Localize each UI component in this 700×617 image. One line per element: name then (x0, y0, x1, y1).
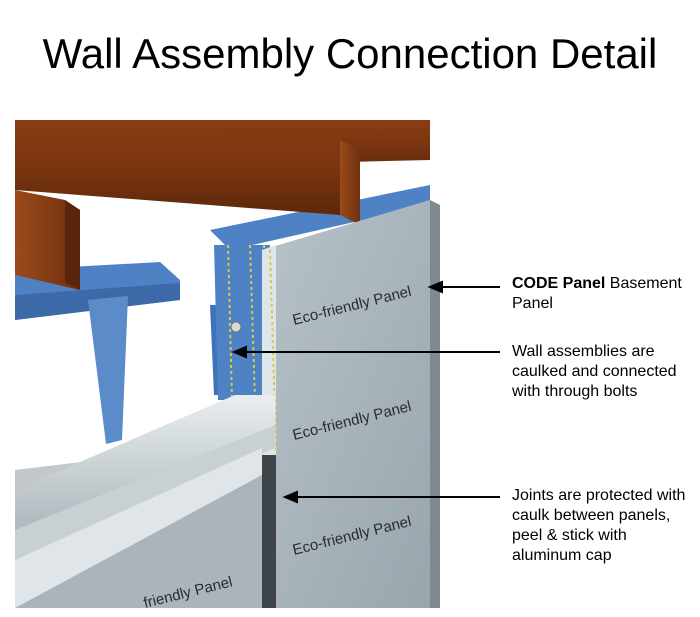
arrow-panel-head (427, 280, 443, 294)
eco-panel (262, 200, 430, 608)
aluminum-cap (262, 455, 276, 608)
callout-joints: Joints are protected with caulk between … (512, 486, 694, 566)
callout-joints-text: Joints are protected with caulk between … (512, 487, 686, 564)
diagram-title: Wall Assembly Connection Detail (42, 30, 658, 77)
callout-panel-bold: CODE Panel (512, 275, 606, 292)
steel-beam-back (210, 185, 430, 250)
callout-panel-text: Basement Panel (512, 275, 682, 312)
wood-joist-left (15, 190, 80, 290)
callout-bolts: Wall assemblies are caulked and connecte… (512, 342, 692, 402)
callout-panel: CODE Panel Basement Panel (512, 274, 697, 314)
channel-track (15, 395, 275, 530)
through-bolt (230, 321, 242, 333)
arrow-bolt-head (231, 345, 247, 359)
arrow-joint-head (282, 490, 298, 504)
callout-bolts-text: Wall assemblies are caulked and connecte… (512, 343, 677, 400)
steel-column (88, 296, 128, 444)
